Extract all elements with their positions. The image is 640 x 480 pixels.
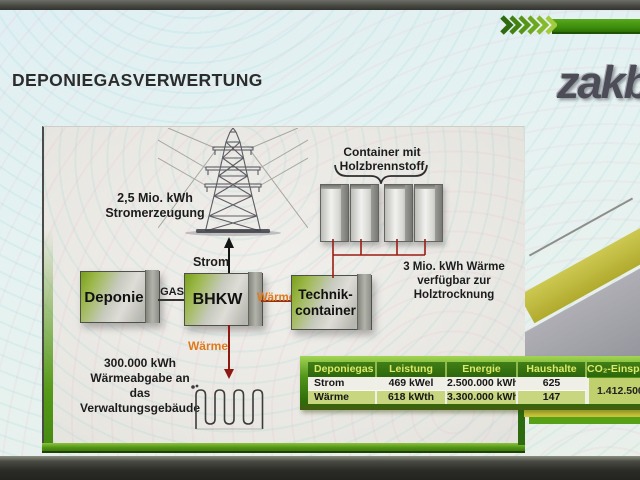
container-side [405, 185, 412, 241]
table-header-cell: Deponiegas [308, 362, 377, 377]
table-cell: 469 kWel [377, 377, 447, 391]
heat-available-line2: verfügbar zur Holztrocknung [413, 275, 495, 301]
radiator-icon [191, 384, 264, 430]
building-heat-line2: das Verwaltungsgebäude [79, 386, 201, 415]
table-header-cell: Haushalte [518, 362, 587, 377]
box-3d-side [357, 274, 371, 330]
bhkw-box-label: BHKW [192, 290, 243, 308]
fuel-container-icon [414, 184, 443, 242]
heat-available-note: 3 Mio. kWh Wärme verfügbar zur Holztrock… [386, 260, 522, 302]
table-cell: 147 [518, 390, 587, 404]
deponie-box: Deponie [80, 270, 160, 323]
container-side [371, 185, 378, 241]
container-cap [415, 185, 442, 189]
table-shadow-band-yellow [524, 408, 640, 417]
generation-note-line2: Stromerzeugung [105, 206, 205, 220]
panel-right-border [518, 400, 525, 445]
gas-connector-line [158, 299, 184, 301]
table-row: Strom 469 kWel 2.500.000 kWh 625 [308, 377, 640, 391]
table-cell: 618 kWth [377, 390, 447, 404]
fuel-container-icon [384, 184, 413, 242]
container-side [435, 185, 442, 241]
table-cell: Wärme [308, 390, 377, 404]
table-header-cell: Leistung [377, 362, 447, 377]
table-shadow-band-green [529, 417, 640, 424]
container-heat-lines [332, 239, 426, 278]
container-cap [321, 185, 348, 189]
table-header-cell: Energie [447, 362, 518, 377]
technik-box-label: Technik-container [295, 286, 356, 318]
heat-available-line1: 3 Mio. kWh Wärme [403, 261, 505, 273]
building-heat-note: 300.000 kWh Wärmeabgabe an das Verwaltun… [70, 356, 210, 416]
screen-bezel-top [0, 0, 640, 10]
chevron-right-icon [500, 15, 557, 35]
table-cell: Strom [308, 377, 377, 391]
container-note-line1: Container mit [343, 145, 421, 159]
table-cell: 2.500.000 kWh [447, 377, 518, 391]
fuel-container-icon [320, 184, 349, 242]
waerme-label: Wärme [256, 292, 296, 304]
panel-bottom-border [42, 443, 525, 453]
table-header-cell: CO₂-Einsparung [587, 362, 640, 377]
container-cap [385, 185, 412, 189]
generation-note: 2,5 Mio. kWh Stromerzeugung [85, 191, 225, 221]
container-note: Container mit Holzbrennstoff [328, 145, 436, 173]
energy-table: Deponiegas Leistung Energie Haushalte CO… [300, 356, 640, 410]
zakb-logo: zakb [557, 57, 640, 108]
technik-container-box: Technik-container [291, 274, 372, 330]
waerme-connector-line [261, 300, 291, 302]
generation-note-line1: 2,5 Mio. kWh [117, 191, 193, 205]
panel-left-border [44, 229, 53, 444]
bhkw-box: BHKW [184, 272, 263, 326]
deponie-box-label: Deponie [84, 288, 144, 306]
power-pylon-icon [158, 128, 308, 236]
strom-arrow-head [224, 237, 234, 248]
strom-label: Strom [192, 255, 230, 269]
container-cap [351, 185, 378, 189]
container-side [341, 185, 348, 241]
screen-bezel-bottom [0, 456, 640, 480]
table-cell: 3.300.000 kWh [447, 390, 518, 404]
brace-icon [334, 164, 428, 184]
waerme-down-label: Wärme [187, 339, 228, 353]
container-note-line2: Holzbrennstoff [339, 159, 425, 173]
co2-value-cell: 1.412.500 kg [587, 378, 640, 404]
gas-label: GAS [160, 286, 184, 298]
table-cell: 625 [518, 377, 587, 391]
table-row: Wärme 618 kWth 3.300.000 kWh 147 [308, 390, 640, 404]
page-title: DEPONIEGASVERWERTUNG [12, 70, 263, 90]
header-accent-bar [552, 19, 640, 34]
building-heat-line1: 300.000 kWh Wärmeabgabe an [90, 356, 190, 385]
fuel-container-icon [350, 184, 379, 242]
table-header-row: Deponiegas Leistung Energie Haushalte CO… [308, 362, 640, 377]
waerme-down-arrow-head [224, 369, 234, 379]
box-3d-side [145, 270, 159, 323]
box-3d-side [248, 272, 262, 326]
waerme-down-line [228, 325, 230, 370]
strom-arrow-line [228, 247, 230, 276]
